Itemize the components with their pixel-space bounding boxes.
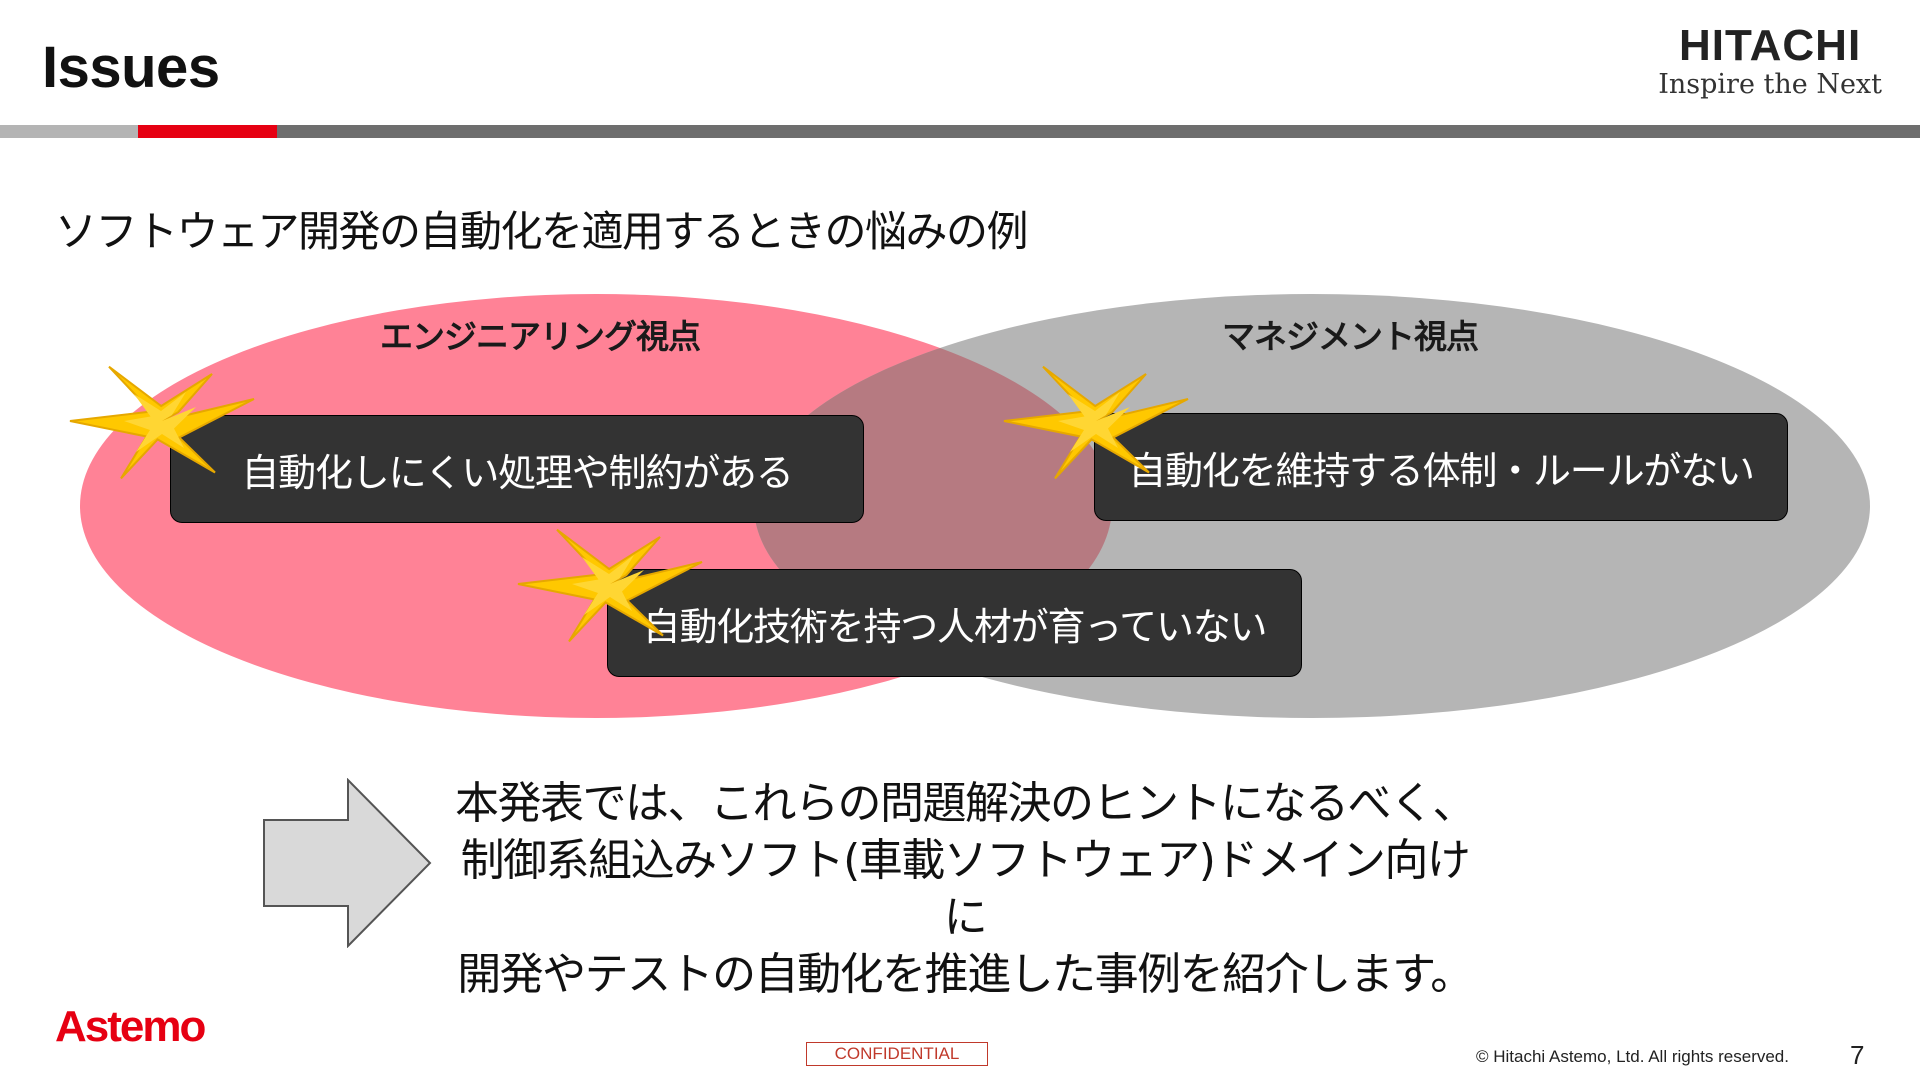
issue-box-constraints: 自動化しにくい処理や制約がある	[170, 415, 864, 523]
copyright-text: © Hitachi Astemo, Ltd. All rights reserv…	[1476, 1047, 1789, 1066]
header-bar-left	[0, 125, 138, 138]
header-bar-accent	[138, 125, 277, 138]
issue-box-organization: 自動化を維持する体制・ルールがない	[1094, 413, 1788, 521]
conclusion-line: 開発やテストの自動化を推進した事例を紹介します。	[457, 949, 1474, 1000]
astemo-logo: Astemo	[55, 1002, 206, 1051]
page-title: Issues	[42, 35, 220, 100]
engineering-label: エンジニアリング視点	[380, 317, 701, 356]
management-label: マネジメント視点	[1222, 317, 1479, 356]
conclusion-text: 本発表では、これらの問題解決のヒントになるべく、 制御系組込みソフト(車載ソフト…	[455, 775, 1477, 1003]
issue-box-talent: 自動化技術を持つ人材が育っていない	[607, 569, 1302, 677]
slide-subtitle: ソフトウェア開発の自動化を適用するときの悩みの例	[55, 207, 1029, 256]
header-bar-right	[277, 125, 1920, 138]
conclusion-line: 本発表では、これらの問題解決のヒントになるべく、	[455, 778, 1477, 829]
conclusion-line: 制御系組込みソフト(車載ソフトウェア)ドメイン向けに	[460, 835, 1471, 943]
brand-tagline: Inspire the Next	[1658, 69, 1882, 100]
burst-icon	[1003, 365, 1189, 480]
brand-name: HITACHI	[1679, 21, 1862, 70]
burst-icon	[517, 528, 703, 643]
burst-icon	[69, 365, 255, 480]
confidential-badge: CONFIDENTIAL	[806, 1042, 988, 1066]
page-number: 7	[1850, 1040, 1865, 1070]
hitachi-logo: HITACHI Inspire the Next	[1658, 22, 1882, 100]
arrow-right-icon	[263, 778, 432, 948]
